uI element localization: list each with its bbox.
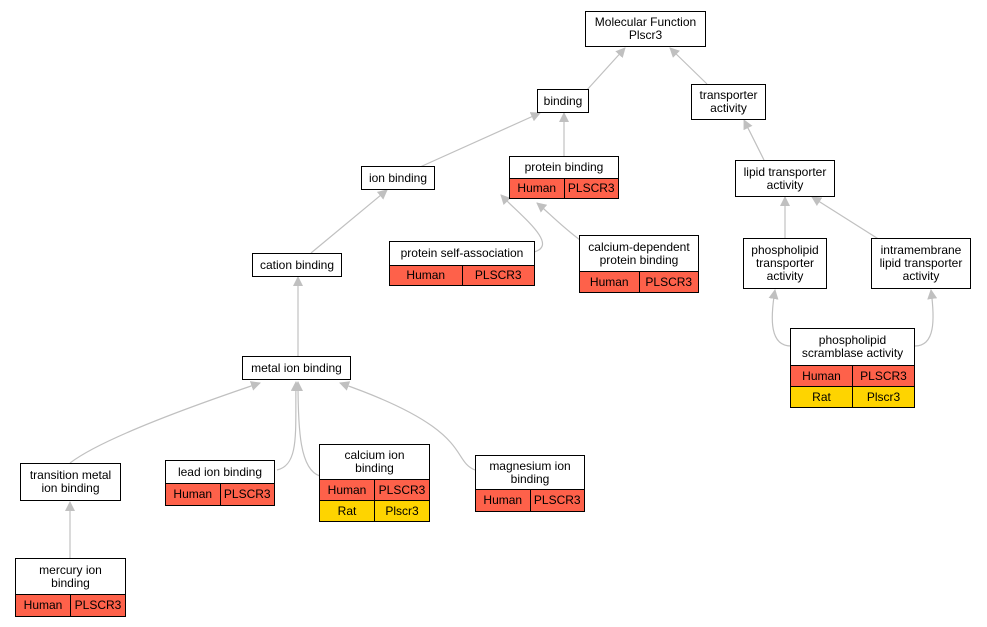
- node-title: calcium-dependent protein binding: [588, 239, 690, 267]
- gene-cell: PLSCR3: [529, 490, 585, 511]
- node-protein-self-association[interactable]: protein self-association Human PLSCR3: [389, 241, 535, 286]
- species-cell: Human: [802, 368, 841, 383]
- gene-cell: PLSCR3: [852, 366, 914, 386]
- annotation-row-human: Human PLSCR3: [166, 483, 274, 505]
- species-cell: Human: [517, 181, 557, 195]
- node-title: mercury ion binding: [39, 562, 102, 590]
- node-transition-metal-ion-binding[interactable]: transition metal ion binding: [20, 463, 121, 501]
- node-mercury-ion-binding[interactable]: mercury ion binding Human PLSCR3: [15, 558, 126, 617]
- node-title: intramembrane lipid transporter activity: [879, 243, 963, 283]
- species-cell: Human: [406, 268, 446, 282]
- gene-cell: PLSCR3: [374, 480, 429, 500]
- node-ion-binding[interactable]: ion binding: [361, 166, 435, 190]
- node-transporter-activity[interactable]: transporter activity: [691, 84, 766, 120]
- edge-leadion-metalion: [276, 381, 301, 471]
- annotation-row-human: Human PLSCR3: [580, 271, 698, 292]
- node-phospholipid-transporter-activity[interactable]: phospholipid transporter activity: [743, 238, 827, 289]
- node-intramembrane-lipid-transporter-activity[interactable]: intramembrane lipid transporter activity: [871, 238, 971, 289]
- edge-calciumion-metalion: [293, 381, 321, 477]
- edge-scramblase-phospholipidtransporter: [768, 289, 792, 347]
- edge-binding-mf: [585, 47, 626, 92]
- species-cell: Human: [483, 493, 523, 507]
- gene-cell: PLSCR3: [70, 595, 125, 616]
- node-metal-ion-binding[interactable]: metal ion binding: [242, 356, 351, 380]
- edge-lipidtransporter-transporter: [743, 119, 765, 161]
- species-cell: Rat: [812, 389, 831, 404]
- annotation-row-human: Human PLSCR3: [16, 594, 125, 616]
- species-cell: Human: [23, 598, 63, 612]
- gene-cell: PLSCR3: [461, 266, 535, 285]
- gene-cell: PLSCR3: [563, 179, 619, 198]
- annotation-row-human: Human PLSCR3: [390, 265, 534, 285]
- annotation-row-human: Human PLSCR3: [320, 479, 429, 500]
- node-title: protein binding: [524, 160, 604, 174]
- node-title: Molecular Function Plscr3: [594, 15, 697, 42]
- node-title: calcium ion binding: [344, 448, 405, 475]
- node-title: magnesium ion binding: [489, 458, 571, 486]
- node-title: metal ion binding: [251, 360, 342, 375]
- node-cation-binding[interactable]: cation binding: [252, 253, 342, 277]
- node-title: protein self-association: [400, 246, 524, 260]
- species-cell: Human: [589, 274, 629, 289]
- node-lipid-transporter-activity[interactable]: lipid transporter activity: [735, 160, 835, 197]
- node-title: cation binding: [259, 257, 335, 272]
- edge-ionbinding-binding: [419, 112, 541, 168]
- annotation-row-human: Human PLSCR3: [510, 178, 618, 198]
- node-calcium-dependent-protein-binding[interactable]: calcium-dependent protein binding Human …: [579, 235, 699, 293]
- annotation-row-human: Human PLSCR3: [476, 489, 584, 511]
- node-title: binding: [543, 93, 583, 108]
- species-cell: Human: [173, 487, 213, 501]
- node-calcium-ion-binding[interactable]: calcium ion binding Human PLSCR3 Rat Pls…: [319, 444, 430, 522]
- species-cell: Rat: [337, 503, 357, 518]
- node-protein-binding[interactable]: protein binding Human PLSCR3: [509, 156, 619, 199]
- edge-selfassoc-proteinbinding: [500, 194, 543, 253]
- species-cell: Human: [327, 482, 367, 497]
- annotation-row-rat: Rat Plscr3: [320, 500, 429, 521]
- node-title: transition metal ion binding: [29, 468, 112, 495]
- node-molecular-function[interactable]: Molecular Function Plscr3: [585, 11, 706, 47]
- edge-scramblase-intramembrane: [914, 289, 938, 347]
- edge-cationbinding-ionbinding: [310, 189, 388, 254]
- edge-calciumdep-proteinbinding: [536, 202, 581, 241]
- node-title: lipid transporter activity: [743, 164, 827, 192]
- node-phospholipid-scramblase-activity[interactable]: phospholipid scramblase activity Human P…: [790, 328, 915, 408]
- annotation-row-human: Human PLSCR3: [791, 365, 914, 386]
- node-magnesium-ion-binding[interactable]: magnesium ion binding Human PLSCR3: [475, 455, 585, 512]
- gene-cell: PLSCR3: [219, 484, 275, 505]
- edge-transporter-mf: [669, 47, 708, 85]
- gene-cell: Plscr3: [852, 387, 914, 407]
- edge-transitionmetal-metalion: [69, 381, 261, 464]
- node-lead-ion-binding[interactable]: lead ion binding Human PLSCR3: [165, 460, 275, 506]
- edge-intramembrane-lipidtransporter: [811, 196, 881, 241]
- annotation-row-rat: Rat Plscr3: [791, 386, 914, 407]
- node-title: transporter activity: [699, 88, 758, 115]
- gene-cell: Plscr3: [374, 501, 429, 521]
- node-binding[interactable]: binding: [537, 89, 589, 113]
- node-title: lead ion binding: [177, 464, 263, 479]
- node-title: phospholipid transporter activity: [751, 243, 819, 283]
- edge-magnesiumion-metalion: [339, 381, 476, 471]
- node-title: ion binding: [368, 170, 428, 185]
- gene-cell: PLSCR3: [638, 272, 699, 292]
- node-title: phospholipid scramblase activity: [801, 333, 904, 360]
